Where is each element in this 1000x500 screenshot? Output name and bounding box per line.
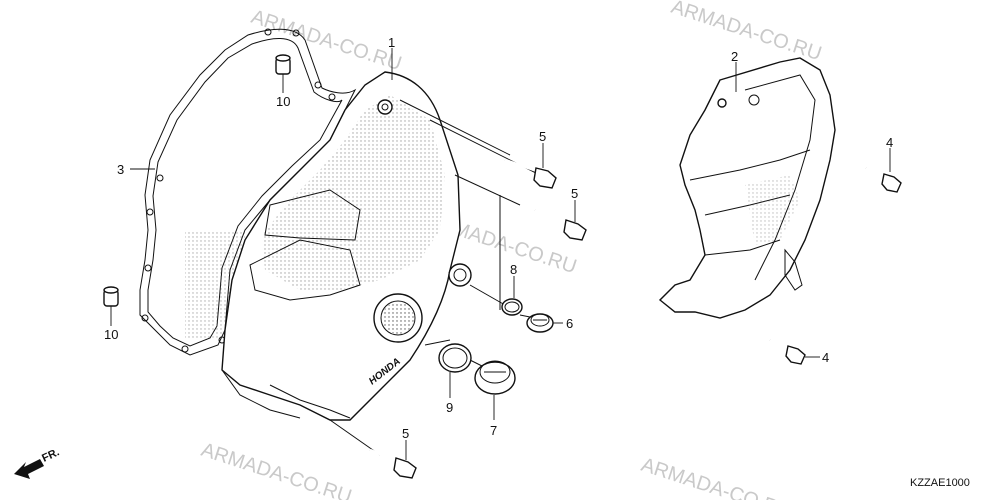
dowel-pin-upper	[275, 54, 291, 75]
part-label-3: 3	[117, 162, 124, 177]
part-labels: 1 2 3 4 4 5 5 5 6 7 8 9 10 10	[104, 35, 893, 441]
left-crankcase-cover	[221, 71, 472, 421]
o-ring-large	[438, 343, 472, 373]
leader-lines	[110, 48, 891, 460]
part-label-5: 5	[539, 129, 546, 144]
part-label-10: 10	[276, 94, 290, 109]
watermark: ARMADA-CO.RU	[198, 439, 354, 500]
part-label-4: 4	[886, 135, 893, 150]
bolt-5b	[534, 208, 587, 241]
watermark: ARMADA-CO.RU	[638, 454, 794, 500]
part-label-5: 5	[402, 426, 409, 441]
part-label-8: 8	[510, 262, 517, 277]
cap-small	[526, 313, 554, 333]
watermark: ARMADA-CO.RU	[248, 6, 404, 75]
direction-label: FR.	[40, 446, 61, 464]
part-label-7: 7	[490, 423, 497, 438]
front-direction-arrow: FR.	[14, 446, 61, 479]
part-label-6: 6	[566, 316, 573, 331]
part-label-10: 10	[104, 327, 118, 342]
drawing-code: KZZAE1000	[910, 477, 970, 489]
bolt-4a	[865, 166, 902, 193]
part-label-4: 4	[822, 350, 829, 365]
part-label-5: 5	[571, 186, 578, 201]
dowel-pin-lower	[103, 286, 119, 307]
bolt-5a	[504, 158, 557, 189]
bolt-5c	[369, 448, 417, 479]
sprocket-cover	[658, 57, 836, 319]
watermark: ARMADA-CO.RU	[668, 0, 824, 65]
o-ring-small	[501, 298, 523, 316]
part-label-9: 9	[446, 400, 453, 415]
part-label-1: 1	[388, 35, 395, 50]
cap-large	[474, 360, 516, 395]
part-label-2: 2	[731, 49, 738, 64]
bolt-4b	[769, 338, 806, 365]
